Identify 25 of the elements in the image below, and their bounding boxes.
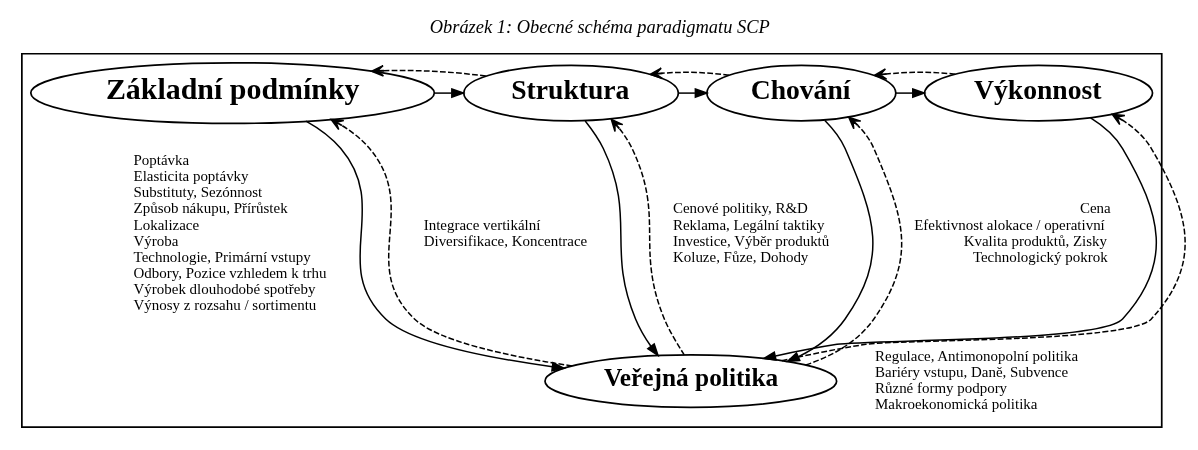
node-label: Efektivnost alokace / operativní	[914, 216, 1105, 233]
node-label: Elasticita poptávky	[133, 167, 249, 184]
node-label: Investice, Výběr produktů	[672, 232, 830, 249]
node-label: Regulace, Antimonopolní politika	[875, 347, 1079, 364]
node-label: Technologie, Primární vstupy	[133, 248, 311, 265]
node-label: Odbory, Pozice vzhledem k trhu	[133, 264, 327, 281]
node-label: Integrace vertikální	[423, 216, 541, 233]
node-label: Cena	[1079, 199, 1111, 216]
node-label: Technologický pokrok	[972, 248, 1108, 265]
node-label: Lokalizace	[133, 216, 200, 233]
node-label: Různé formy podpory	[875, 379, 1008, 396]
node-label: Výrobek dlouhodobé spotřeby	[133, 280, 316, 297]
node-label: Diversifikace, Koncentrace	[423, 232, 588, 249]
node-label: Cenové politiky, R&D	[672, 199, 808, 216]
node-label: Reklama, Legální taktiky	[672, 216, 825, 233]
node-label: Koluze, Fůze, Dohody	[672, 248, 809, 265]
diagram-title: Obrázek 1: Obecné schéma paradigmatu SCP	[429, 16, 770, 37]
node-label: Bariéry vstupu, Daně, Subvence	[875, 363, 1069, 380]
node-label: Makroekonomická politika	[875, 395, 1038, 412]
node-label: Způsob nákupu, Přírůstek	[133, 199, 288, 216]
node-label: Poptávka	[133, 151, 190, 168]
node-label: Výnosy z rozsahu / sortimentu	[133, 296, 317, 313]
node-label: Výroba	[133, 232, 179, 249]
node-label: Kvalita produktů, Zisky	[963, 232, 1107, 249]
node-label: Substituty, Sezónnost	[133, 183, 263, 200]
